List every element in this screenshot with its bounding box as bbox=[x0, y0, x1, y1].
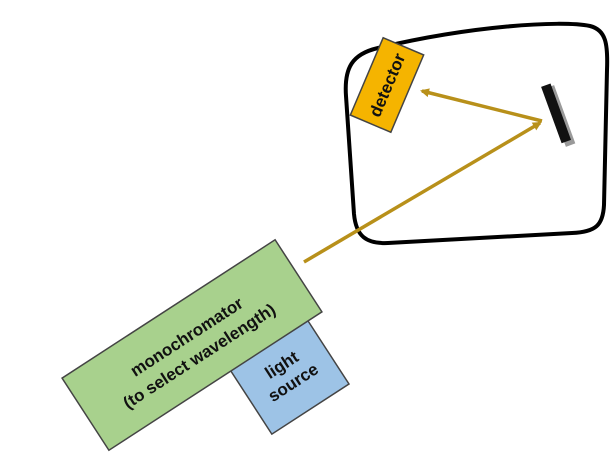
mirror bbox=[541, 83, 576, 147]
reflected-beam bbox=[420, 88, 543, 123]
incident-beam bbox=[303, 121, 542, 264]
